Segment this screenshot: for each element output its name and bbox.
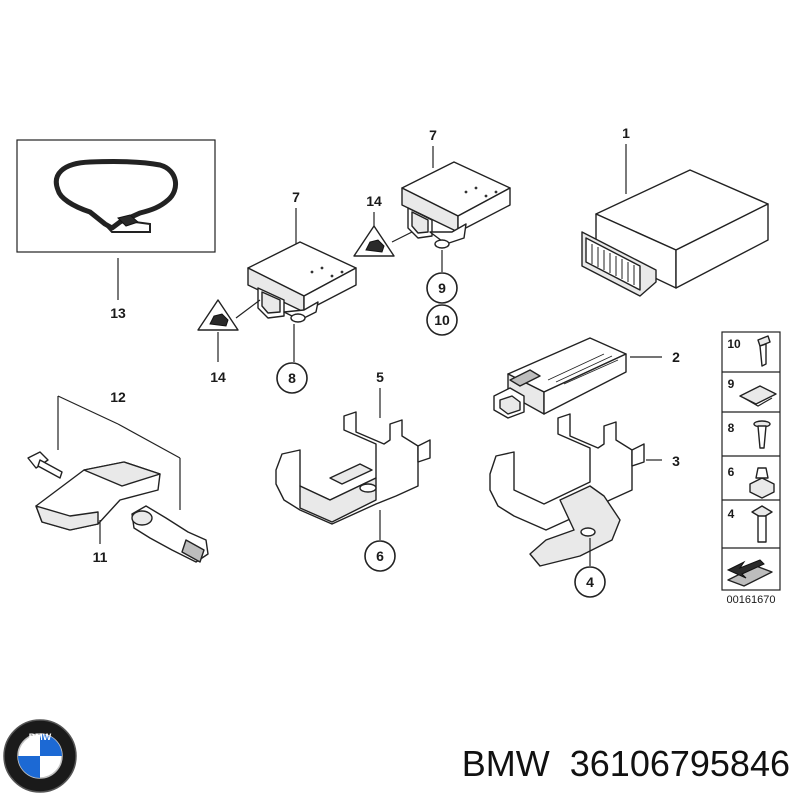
clip-nut-icon — [739, 385, 777, 407]
callout-7-left: 7 — [292, 189, 300, 205]
fastener-legend: 10 9 8 6 4 — [721, 331, 781, 591]
warning-label-right-part-14 — [353, 225, 395, 257]
tyre-section-part-13 — [16, 139, 216, 253]
callout-7-right: 7 — [429, 127, 437, 143]
circle-callout-10 — [426, 304, 458, 336]
hex-nut-icon — [749, 467, 775, 499]
bolt-icon — [751, 505, 773, 543]
callout-9: 9 — [438, 280, 446, 296]
expanding-rivet-icon — [753, 420, 771, 449]
reference-number: 00161670 — [727, 594, 776, 606]
legend-item-4: 4 — [728, 507, 735, 521]
tyre-pressure-sensor-part-11 — [27, 451, 209, 563]
control-unit-part-1 — [581, 169, 769, 297]
part-number-text: BMW 36106795846 — [462, 743, 790, 784]
callout-5: 5 — [376, 369, 384, 385]
circle-callout-8 — [276, 362, 308, 394]
bracket-part-5 — [275, 411, 431, 525]
callout-2: 2 — [672, 349, 680, 365]
callout-4: 4 — [586, 574, 594, 590]
callout-13: 13 — [110, 305, 126, 321]
callout-10: 10 — [434, 312, 450, 328]
callout-11: 11 — [93, 549, 108, 565]
circle-callout-9 — [426, 272, 458, 304]
bracket-part-3 — [489, 413, 645, 567]
callout-14-right: 14 — [366, 193, 382, 209]
callout-12: 12 — [110, 389, 126, 405]
bmw-logo-letters: BMW — [29, 732, 52, 742]
bmw-logo: BMW — [3, 719, 77, 793]
callout-6: 6 — [376, 548, 384, 564]
callout-8: 8 — [288, 370, 296, 386]
warning-label-left-part-14 — [197, 299, 239, 331]
callout-14-left: 14 — [210, 369, 226, 385]
callout-1: 1 — [622, 125, 630, 141]
legend-item-10: 10 — [727, 337, 741, 351]
tpms-module-left-part-7 — [247, 241, 357, 323]
legend-item-8: 8 — [728, 421, 735, 435]
antenna-module-part-2 — [493, 337, 627, 419]
circle-callout-4 — [574, 566, 606, 598]
arrow-icon — [726, 559, 773, 587]
legend-item-9: 9 — [728, 377, 735, 391]
legend-item-6: 6 — [728, 465, 735, 479]
screw-icon — [757, 335, 771, 367]
tpms-module-right-part-7 — [401, 161, 511, 249]
callout-3: 3 — [672, 453, 680, 469]
circle-callout-6 — [364, 540, 396, 572]
